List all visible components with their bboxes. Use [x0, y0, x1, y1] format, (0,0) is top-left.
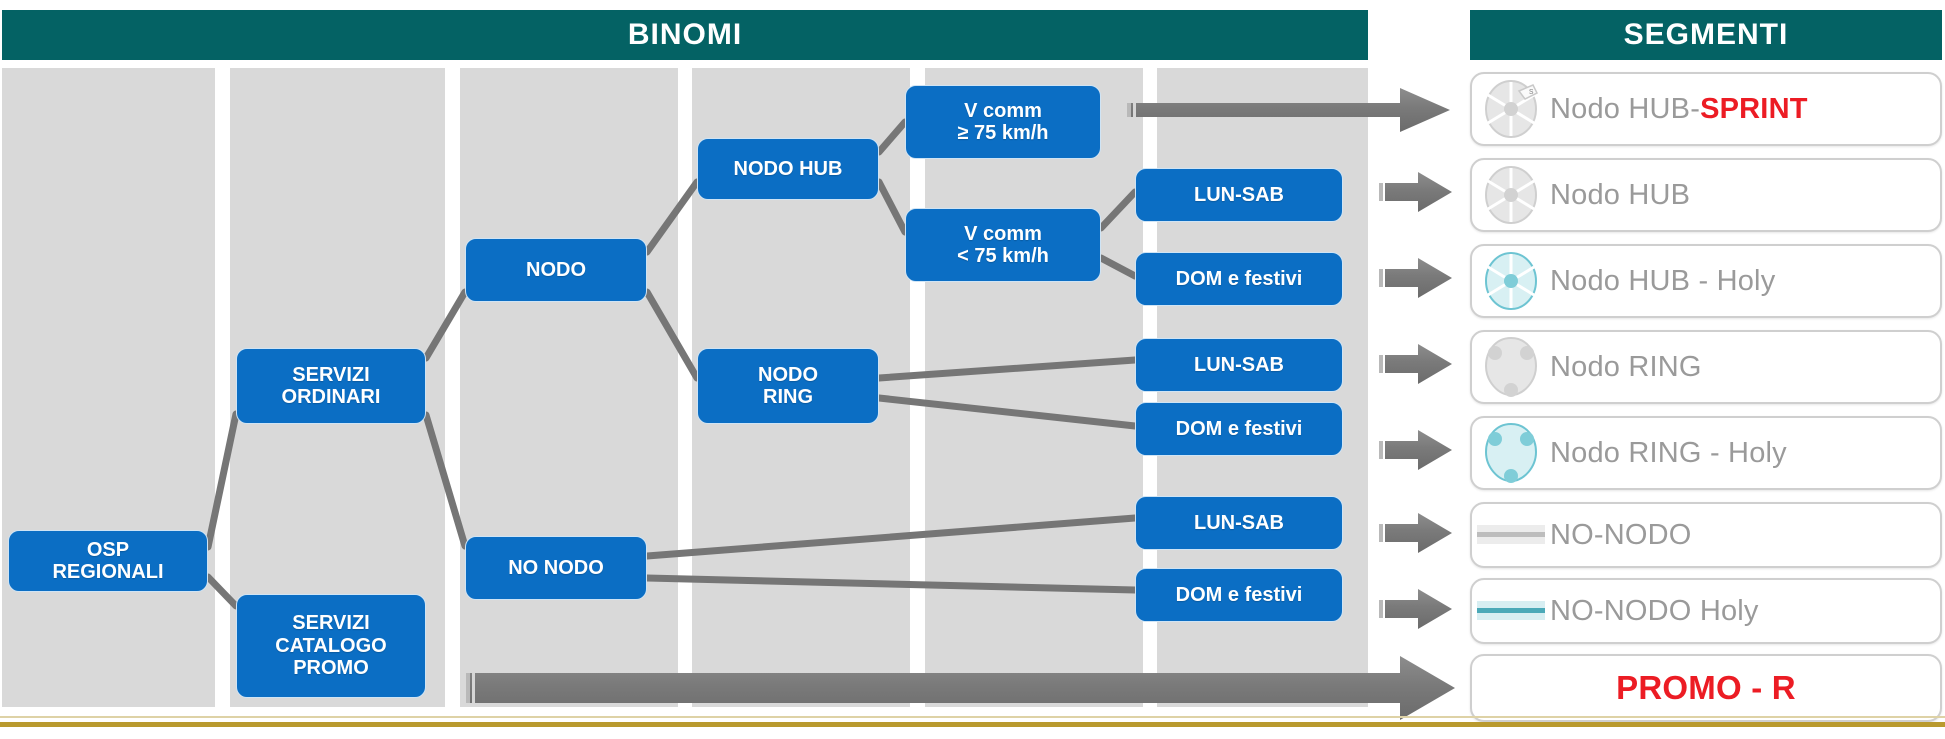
column-panel-3 — [460, 68, 678, 707]
tree-node-ordinari[interactable]: SERVIZI ORDINARI — [236, 348, 426, 424]
tree-node-ls1[interactable]: LUN-SAB — [1135, 168, 1343, 222]
segment-label: Nodo RING — [1550, 350, 1702, 383]
segment-row-no-nodo[interactable]: NO-NODO — [1470, 502, 1942, 568]
segment-label: Nodo HUB - Holy — [1550, 264, 1776, 297]
segment-row-no-nodo-holy[interactable]: NO-NODO Holy — [1470, 578, 1942, 644]
bottom-rule-light — [0, 716, 1945, 718]
column-panel-5 — [925, 68, 1143, 707]
segment-row-hub-holy[interactable]: Nodo HUB - Holy — [1470, 244, 1942, 318]
tree-node-label: V comm ≥ 75 km/h — [957, 99, 1049, 144]
segment-row-ring[interactable]: Nodo RING — [1470, 330, 1942, 404]
tree-node-nodoring[interactable]: NODO RING — [697, 348, 879, 424]
tree-node-nonodo[interactable]: NO NODO — [465, 536, 647, 600]
tree-node-label: NODO HUB — [733, 157, 843, 180]
tree-node-label: NO NODO — [508, 556, 604, 579]
segment-label: Nodo HUB-SPRINT — [1550, 92, 1808, 125]
tree-node-label: NODO RING — [758, 363, 818, 408]
tree-node-vgte[interactable]: V comm ≥ 75 km/h — [905, 85, 1101, 159]
tree-node-label: NODO — [526, 258, 586, 281]
segment-label: Nodo HUB — [1550, 178, 1691, 211]
segment-label: NO-NODO — [1550, 518, 1692, 551]
bottom-rule-gold — [0, 722, 1945, 727]
segmenti-header: SEGMENTI — [1470, 10, 1942, 60]
tree-node-nodo[interactable]: NODO — [465, 238, 647, 302]
segment-row-ring-holy[interactable]: Nodo RING - Holy — [1470, 416, 1942, 490]
tree-node-dom1[interactable]: DOM e festivi — [1135, 252, 1343, 306]
segment-label: PROMO - R — [1616, 669, 1796, 706]
tree-node-dom2[interactable]: DOM e festivi — [1135, 402, 1343, 456]
segment-arrows — [1379, 172, 1452, 629]
tree-node-vlt[interactable]: V comm < 75 km/h — [905, 208, 1101, 282]
tree-node-label: DOM e festivi — [1175, 267, 1303, 290]
tree-node-label: LUN-SAB — [1194, 353, 1284, 376]
ring-icon — [1472, 332, 1550, 402]
binomi-header: BINOMI — [2, 10, 1368, 60]
wheel-sprint-icon: s — [1472, 74, 1550, 144]
segment-row-hub[interactable]: Nodo HUB — [1470, 158, 1942, 232]
tree-node-dom3[interactable]: DOM e festivi — [1135, 568, 1343, 622]
tree-node-label: V comm < 75 km/h — [957, 222, 1049, 267]
tree-node-label: DOM e festivi — [1175, 417, 1303, 440]
line-gray-icon — [1472, 504, 1550, 566]
svg-text:s: s — [1529, 86, 1534, 96]
tree-node-label: LUN-SAB — [1194, 511, 1284, 534]
tree-node-osp[interactable]: OSP REGIONALI — [8, 530, 208, 592]
tree-node-label: LUN-SAB — [1194, 183, 1284, 206]
tree-node-ls2[interactable]: LUN-SAB — [1135, 338, 1343, 392]
column-panel-1 — [2, 68, 215, 707]
tree-node-label: SERVIZI ORDINARI — [281, 363, 381, 408]
segment-row-promo-r[interactable]: PROMO - R — [1470, 654, 1942, 722]
line-teal-icon — [1472, 580, 1550, 642]
segment-label: NO-NODO Holy — [1550, 594, 1759, 627]
tree-node-label: SERVIZI CATALOGO PROMO — [275, 612, 387, 680]
tree-node-nodohub[interactable]: NODO HUB — [697, 138, 879, 200]
tree-node-label: OSP REGIONALI — [52, 538, 164, 583]
segment-label-highlight: SPRINT — [1700, 92, 1808, 125]
wheel-holy-icon — [1472, 246, 1550, 316]
wheel-icon — [1472, 160, 1550, 230]
tree-node-label: DOM e festivi — [1175, 583, 1303, 606]
ring-holy-icon — [1472, 418, 1550, 488]
segment-label: Nodo RING - Holy — [1550, 436, 1787, 469]
tree-node-catalogo[interactable]: SERVIZI CATALOGO PROMO — [236, 594, 426, 698]
tree-node-ls3[interactable]: LUN-SAB — [1135, 496, 1343, 550]
